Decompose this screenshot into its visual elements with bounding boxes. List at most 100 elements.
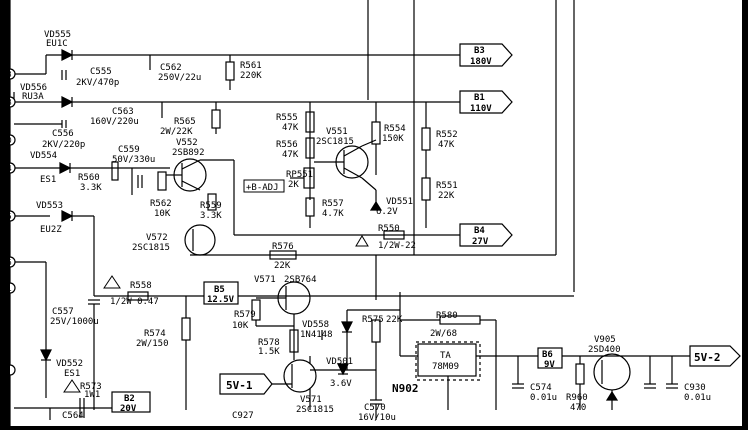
v905-ref: V905 (594, 335, 616, 345)
n902-ta: TA (440, 351, 451, 361)
vd558-ref: VD558 (302, 320, 329, 330)
c570-value: 16V/10u (358, 413, 396, 423)
pin-15: 15 (10, 212, 12, 221)
c557-ref: C557 (52, 307, 74, 317)
r578-value: 1.5K (258, 347, 280, 357)
r574-value: 2W/150 (136, 339, 169, 349)
c555-value: 2KV/470p (76, 78, 119, 88)
pin-11: 11 (10, 284, 12, 293)
schematic-svg: B3 180V B1 110V B4 27V B5 12.5V B2 20V B… (2, 0, 741, 426)
r575-ref: R575 (362, 315, 384, 325)
r551-ref: R551 (436, 181, 458, 191)
v551-part: 2SC1815 (316, 137, 354, 147)
b3-flag-value: 180V (470, 57, 492, 67)
5v1-flag: 5V-1 (226, 379, 253, 392)
r554-ref: R554 (384, 124, 406, 134)
r551-value: 22K (438, 191, 455, 201)
r552-ref: R552 (436, 130, 458, 140)
rp551-ref: RP551 (286, 170, 313, 180)
r554-value: 150K (382, 134, 404, 144)
r579-ref: R579 (234, 310, 256, 320)
r561-ref: R561 (240, 61, 262, 71)
5v2-flag: 5V-2 (694, 351, 721, 364)
c570-ref: C570 (364, 403, 386, 413)
c563-ref: C563 (112, 107, 134, 117)
r558-value: 1/2W 0.47 (110, 297, 159, 307)
r576-ref: R576 (272, 242, 294, 252)
pin-16: 16 (10, 258, 12, 267)
r552-value: 47K (438, 140, 455, 150)
b4-flag-name: B4 (474, 226, 485, 236)
c574-ref: C574 (530, 383, 552, 393)
b2-flag-name: B2 (124, 394, 135, 404)
c574-value: 0.01u (530, 393, 557, 403)
c930-value: 0.01u (684, 393, 711, 403)
vd553-part: EU2Z (40, 225, 62, 235)
c930-ref: C930 (684, 383, 706, 393)
r557-value: 4.7K (322, 209, 344, 219)
vd554-ref: VD554 (30, 151, 57, 161)
r561-value: 220K (240, 71, 262, 81)
caution-icon (355, 235, 369, 247)
r960-value: 470 (570, 403, 586, 413)
v552-ref: V552 (176, 138, 198, 148)
v571-ref: V571 (254, 275, 276, 285)
vd551-ref: VD551 (386, 197, 413, 207)
pin-10: 10 (10, 136, 12, 145)
b-adj-label: +B-ADJ (246, 183, 279, 193)
b3-flag-name: B3 (474, 46, 485, 56)
c556-ref: C556 (52, 129, 74, 139)
c562-value: 250V/22u (158, 73, 201, 83)
r555-value: 47K (282, 123, 299, 133)
r550-ref: R550 (378, 224, 400, 234)
r580-value: 2W/68 (430, 329, 457, 339)
b2-flag-value: 20V (120, 404, 137, 414)
r559-value: 3.3K (200, 211, 222, 221)
vd501-ref: VD501 (326, 357, 353, 367)
r573-ref: R573 (80, 382, 102, 392)
r565-ref: R565 (174, 117, 196, 127)
r559-ref: R559 (200, 201, 222, 211)
b-adj-box (243, 179, 285, 193)
vd554-part: ES1 (40, 175, 56, 185)
pin-14: 14 (10, 164, 12, 173)
vd552-part: ES1 (64, 369, 80, 379)
r562-value: 10K (154, 209, 171, 219)
n902-part: 78M09 (432, 362, 459, 372)
c556-value: 2KV/220p (42, 140, 85, 150)
v905-part: 2SD400 (588, 345, 621, 355)
pin-13: 13 (10, 70, 12, 79)
v572-part: 2SC1815 (132, 243, 170, 253)
b1-flag-name: B1 (474, 93, 485, 103)
c555-ref: C555 (90, 67, 112, 77)
c564-ref: C564 (62, 411, 84, 421)
vd555-ref: VD555 (44, 30, 71, 40)
r576-value: 22K (274, 261, 291, 271)
b4-flag-value: 27V (472, 237, 489, 247)
v551-ref: V551 (326, 127, 348, 137)
pin-18: 18 (10, 98, 12, 107)
c562-ref: C562 (160, 63, 182, 73)
r578-ref: R578 (258, 338, 280, 348)
b6-flag-name: B6 (542, 350, 553, 360)
r550-value: 1/2W-22 (378, 241, 416, 251)
c559-ref: C559 (118, 145, 140, 155)
c557-value: 25V/1000u (50, 317, 99, 327)
v571-part: 2SB764 (284, 275, 317, 285)
c559-value: 50V/330u (112, 155, 155, 165)
r575-value: 22K (386, 315, 403, 325)
rp551-value: 2K (288, 180, 299, 190)
c563-value: 160V/220u (90, 117, 139, 127)
vd556-part: RU3A (22, 92, 44, 102)
r562-ref: R562 (150, 199, 172, 209)
r565-value: 2W/22K (160, 127, 193, 137)
r557-ref: R557 (322, 199, 344, 209)
v571b-part: 2SC1815 (296, 405, 334, 415)
vd551-part: 6.2V (376, 207, 398, 217)
b6-flag-value: 9V (544, 360, 555, 370)
r574-ref: R574 (144, 329, 166, 339)
vd553-ref: VD553 (36, 201, 63, 211)
caution-icon (63, 379, 81, 393)
